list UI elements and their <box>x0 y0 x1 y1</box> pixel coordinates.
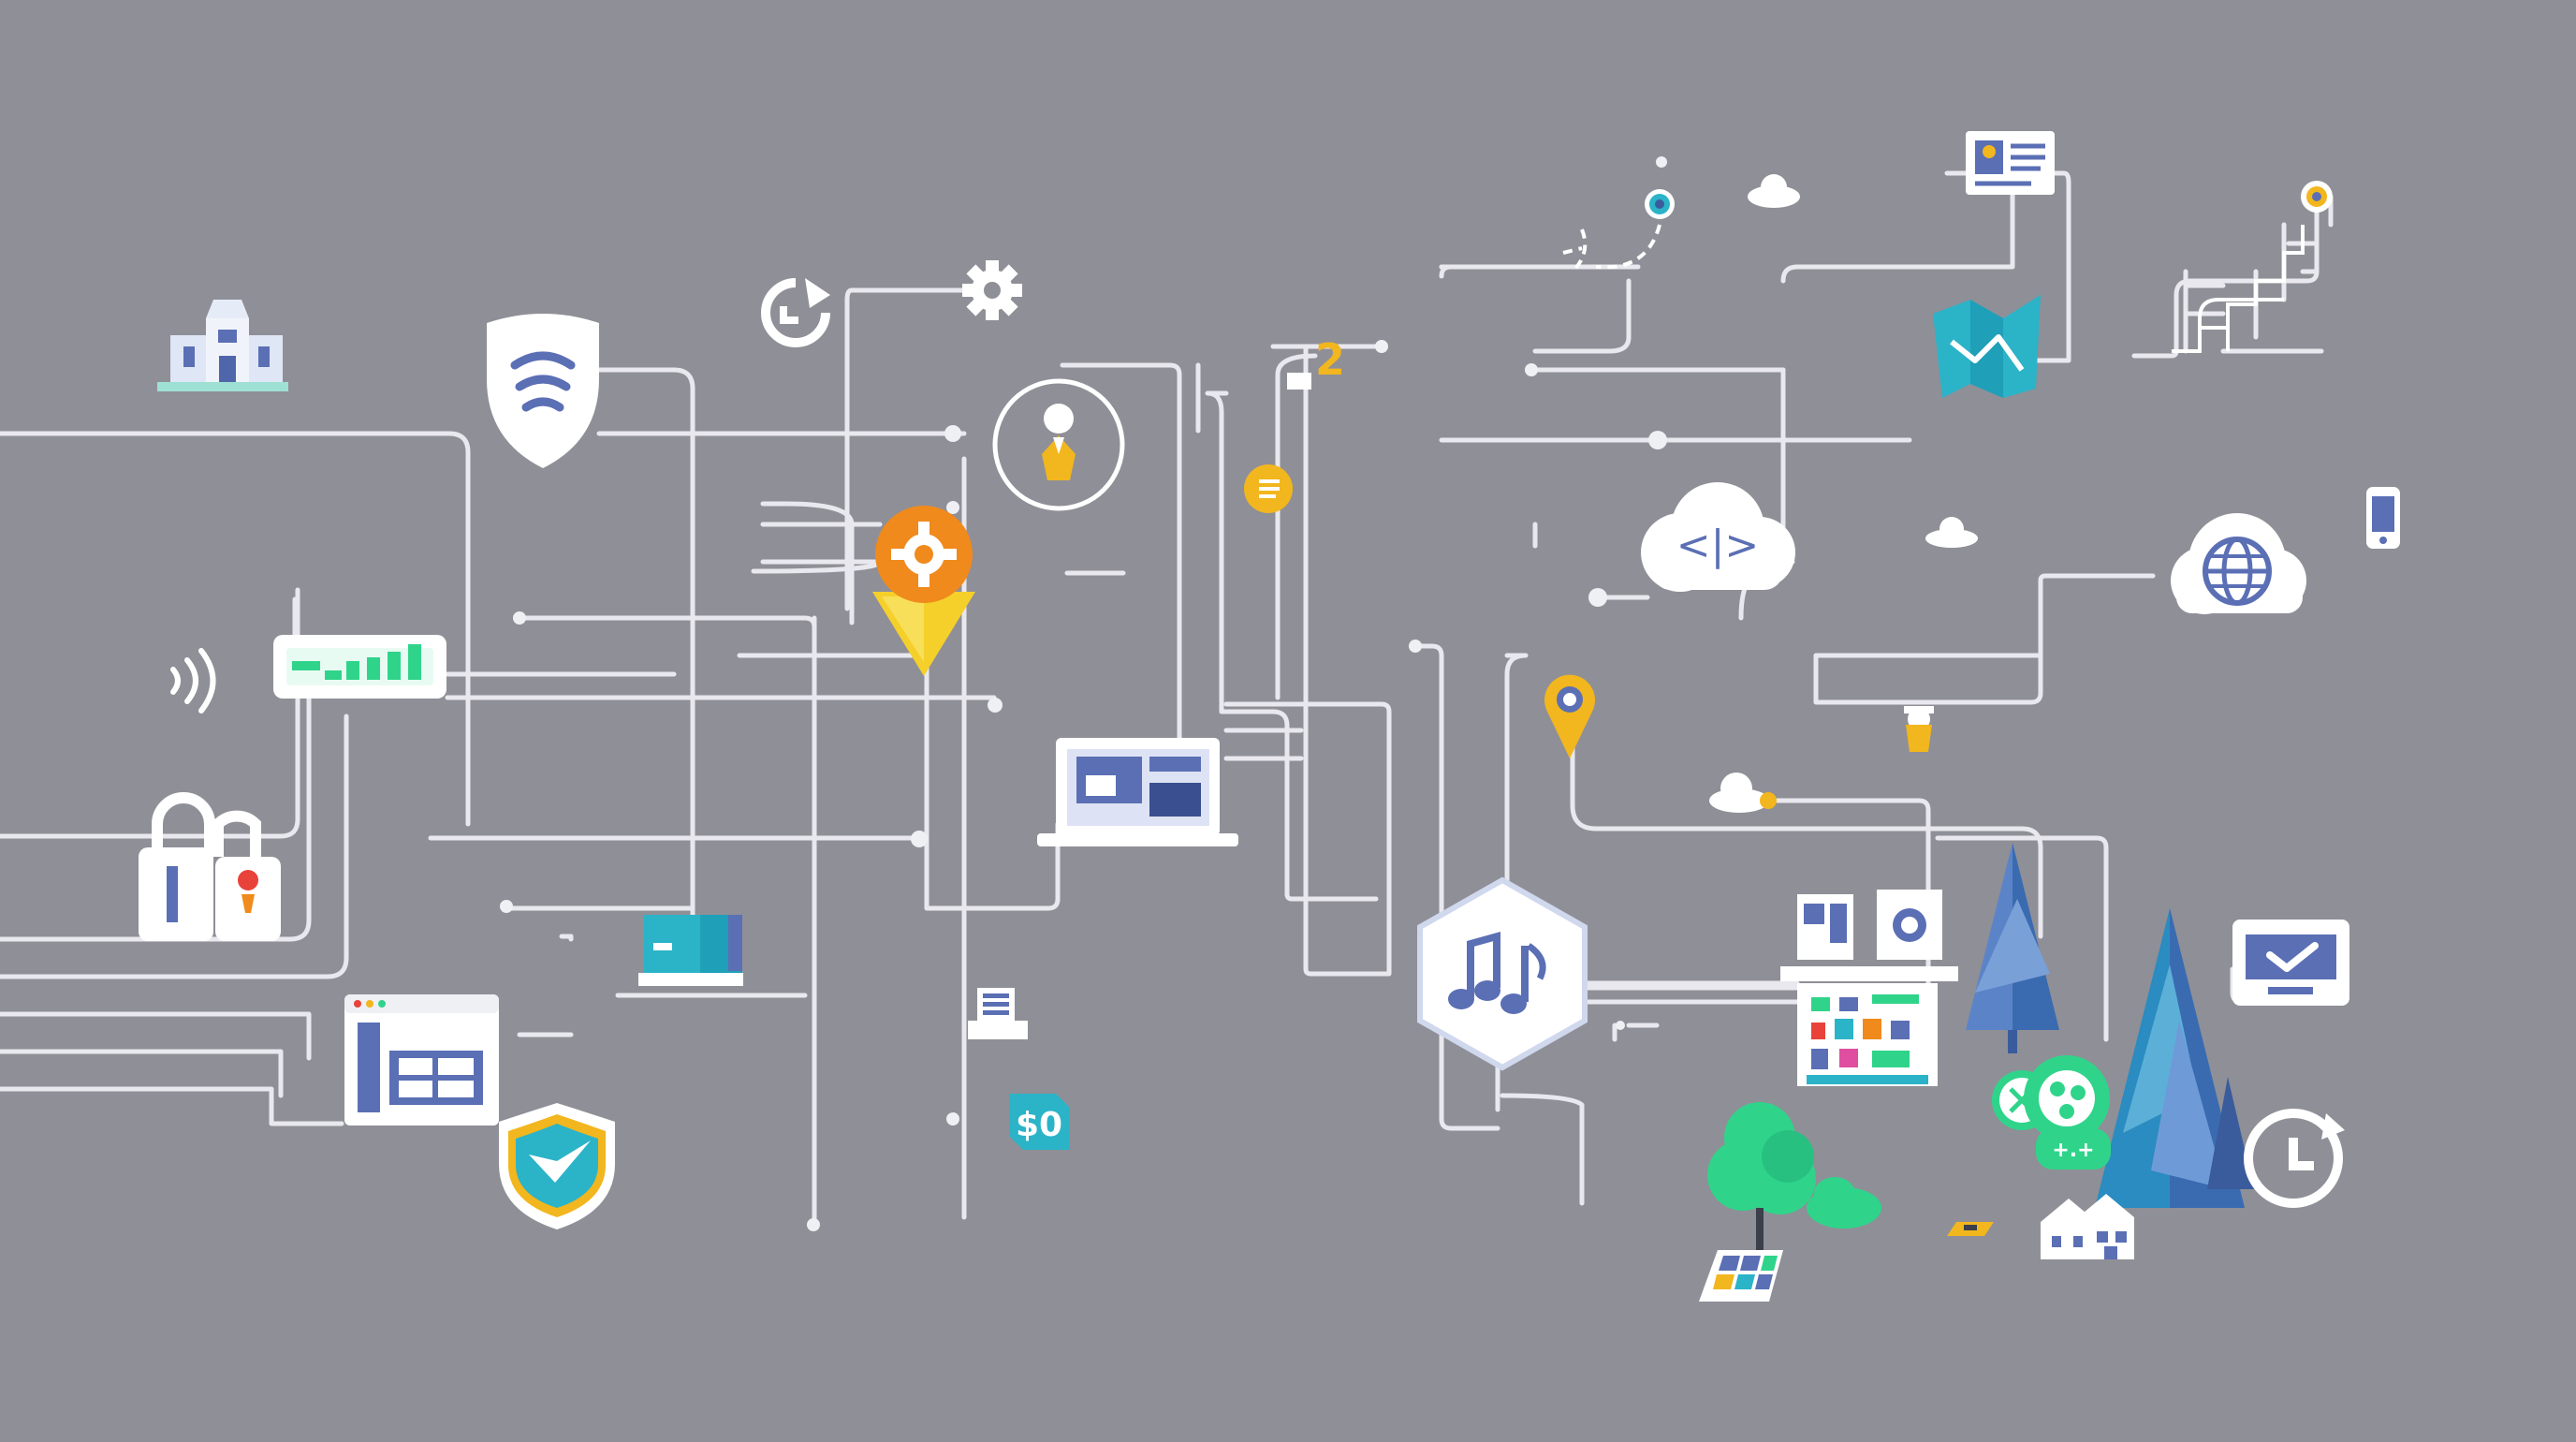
cash-register-icon <box>968 988 1028 1039</box>
browser-window-icon <box>344 994 499 1126</box>
worker-icon <box>1904 706 1934 752</box>
green-tree-icon <box>1707 1102 1881 1250</box>
connection-lines <box>0 170 2334 1229</box>
code-symbol: <|> <box>1676 522 1760 569</box>
stairs-lines-icon <box>2172 225 2305 353</box>
cloud-code-icon: <|> <box>1641 482 1795 592</box>
stairs-chart-icon <box>2301 181 2333 213</box>
gear-icon <box>962 260 1022 320</box>
document-card-icon <box>1966 131 2055 195</box>
map-pin-gear-icon <box>872 506 975 676</box>
person-node-icon <box>992 378 1125 511</box>
money-tag-text: $0 <box>1016 1106 1062 1144</box>
cloud-dot-icon <box>1760 792 1777 809</box>
solar-panel-icon <box>1699 1250 1783 1302</box>
svg-text:+.+: +.+ <box>2052 1139 2094 1162</box>
phone-icon <box>2366 487 2400 549</box>
pin-2-icon: 2 <box>1287 334 1345 390</box>
controller-bubble-icon <box>2024 1055 2110 1141</box>
shield-check-icon <box>499 1103 615 1229</box>
map-icon <box>1933 295 2041 398</box>
houses-icon <box>2041 1194 2134 1259</box>
list-badge-icon <box>1244 464 1293 513</box>
cloud-icon <box>1709 174 1978 813</box>
tablet-icon <box>638 915 743 986</box>
clock-icon <box>2244 1109 2345 1208</box>
refresh-icon <box>761 278 830 347</box>
cloud-globe-icon <box>2171 513 2306 614</box>
money-tag-icon: $0 <box>1009 1094 1070 1150</box>
monitor-check-icon <box>2232 920 2349 1006</box>
music-hexagon-icon <box>1417 876 1588 1071</box>
tree-icon <box>2095 908 2254 1208</box>
svg-text:2: 2 <box>1315 334 1345 385</box>
shield-wifi-icon <box>487 314 599 468</box>
location-dot-icon <box>1645 189 1675 219</box>
city-icon <box>1780 890 1958 1086</box>
pine-trees-icon <box>1966 843 2059 1053</box>
map-pin-icon <box>1544 674 1595 758</box>
wireless-icon <box>170 648 216 714</box>
router-icon <box>273 635 446 699</box>
building-icon <box>157 300 288 391</box>
sign-marker-icon <box>1947 1222 1994 1236</box>
laptop-icon <box>1037 738 1238 846</box>
controller-icon: +.+ <box>2036 1128 2111 1170</box>
branch-path-icon <box>1562 224 1661 273</box>
padlock-icon <box>139 792 281 941</box>
